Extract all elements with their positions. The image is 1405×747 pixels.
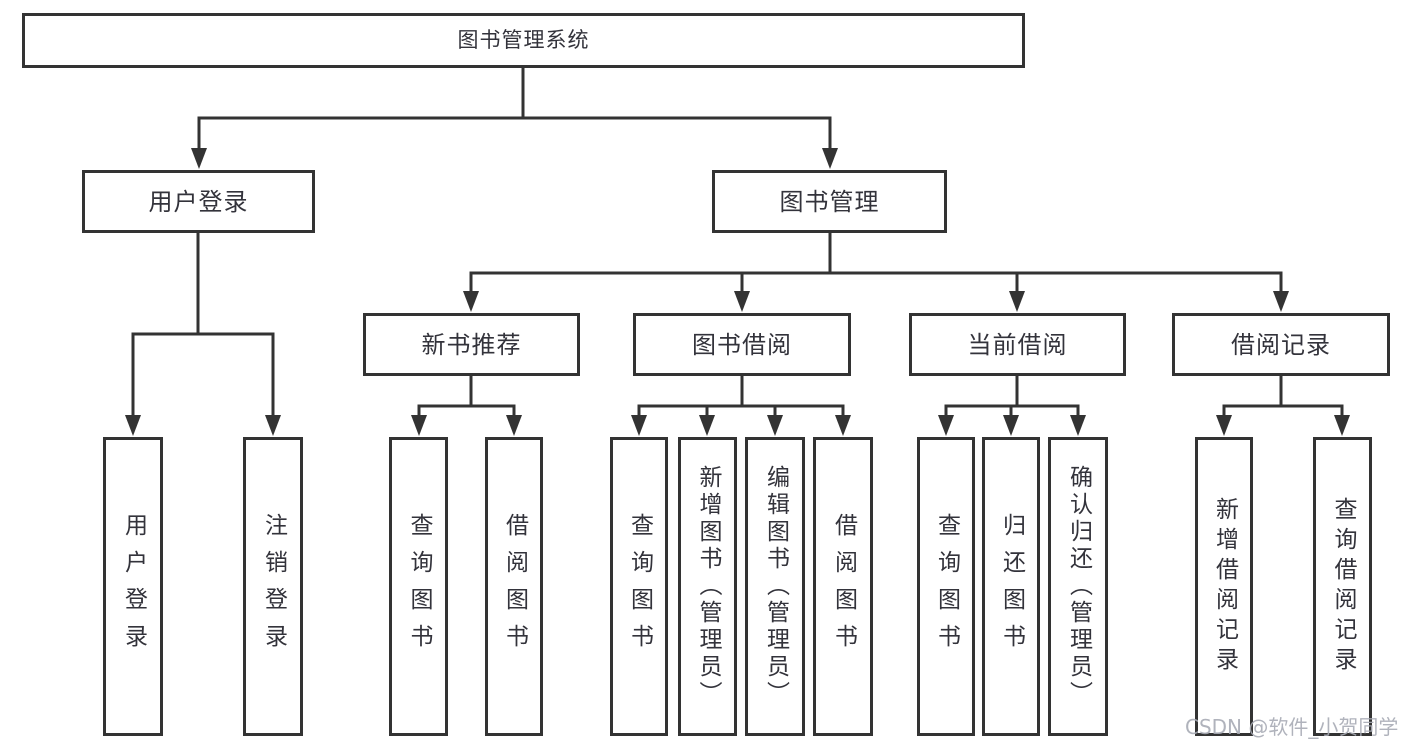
leaf-edit-book-admin: 编辑图书（管理员） bbox=[745, 437, 805, 736]
node-root-label: 图书管理系统 bbox=[457, 28, 590, 52]
connector-bookmgmt-to-level3 bbox=[463, 231, 1289, 312]
node-book-borrow-label: 图书借阅 bbox=[692, 330, 792, 359]
leaf-add-borrow-record-label: 新增借阅记录 bbox=[1211, 496, 1238, 677]
leaf-logout-login: 注销登录 bbox=[243, 437, 303, 736]
connector-borrow-to-leaves bbox=[631, 374, 851, 436]
leaf-query-books-current-label: 查询图书 bbox=[933, 512, 960, 661]
node-borrow-records-label: 借阅记录 bbox=[1231, 330, 1331, 359]
leaf-query-books-recommend-label: 查询图书 bbox=[406, 512, 432, 661]
node-book-management: 图书管理 bbox=[712, 170, 947, 233]
leaf-query-books-borrow: 查询图书 bbox=[610, 437, 668, 736]
connector-current-to-leaves bbox=[938, 374, 1086, 436]
leaf-borrow-books-recommend: 借阅图书 bbox=[485, 437, 543, 736]
leaf-query-books-borrow-label: 查询图书 bbox=[626, 512, 653, 661]
leaf-logout-login-label: 注销登录 bbox=[260, 512, 287, 661]
csdn-watermark: CSDN @软件_小贺同学 bbox=[1185, 715, 1399, 739]
node-new-book-recommend: 新书推荐 bbox=[363, 313, 580, 376]
node-borrow-records: 借阅记录 bbox=[1172, 313, 1390, 376]
leaf-query-books-current: 查询图书 bbox=[917, 437, 975, 736]
leaf-add-book-admin: 新增图书（管理员） bbox=[678, 437, 737, 736]
connector-userlogin-to-leaves bbox=[125, 231, 281, 436]
node-current-borrow: 当前借阅 bbox=[909, 313, 1126, 376]
leaf-query-books-recommend: 查询图书 bbox=[389, 437, 448, 736]
leaf-confirm-return-admin: 确认归还（管理员） bbox=[1048, 437, 1108, 736]
leaf-query-borrow-record: 查询借阅记录 bbox=[1313, 437, 1372, 736]
node-root: 图书管理系统 bbox=[22, 13, 1025, 68]
node-book-management-label: 图书管理 bbox=[779, 187, 880, 216]
leaf-user-login-label: 用户登录 bbox=[120, 512, 147, 661]
leaf-query-borrow-record-label: 查询借阅记录 bbox=[1330, 496, 1356, 677]
connector-root-to-level2 bbox=[191, 66, 838, 169]
leaf-borrow-books-borrow: 借阅图书 bbox=[813, 437, 873, 736]
node-user-login-label: 用户登录 bbox=[148, 187, 249, 216]
leaf-add-book-admin-label: 新增图书（管理员） bbox=[695, 465, 721, 708]
node-user-login: 用户登录 bbox=[82, 170, 315, 233]
leaf-borrow-books-borrow-label: 借阅图书 bbox=[830, 512, 857, 661]
leaf-return-books: 归还图书 bbox=[982, 437, 1040, 736]
leaf-edit-book-admin-label: 编辑图书（管理员） bbox=[762, 465, 789, 708]
connector-recommend-to-leaves bbox=[411, 374, 522, 436]
leaf-user-login: 用户登录 bbox=[103, 437, 163, 736]
node-current-borrow-label: 当前借阅 bbox=[967, 330, 1068, 359]
leaf-borrow-books-recommend-label: 借阅图书 bbox=[501, 512, 528, 661]
leaf-add-borrow-record: 新增借阅记录 bbox=[1195, 437, 1253, 736]
connector-records-to-leaves bbox=[1216, 374, 1350, 436]
leaf-return-books-label: 归还图书 bbox=[998, 512, 1025, 661]
node-new-book-recommend-label: 新书推荐 bbox=[421, 330, 522, 359]
node-book-borrow: 图书借阅 bbox=[633, 313, 851, 376]
leaf-confirm-return-admin-label: 确认归还（管理员） bbox=[1065, 465, 1092, 708]
